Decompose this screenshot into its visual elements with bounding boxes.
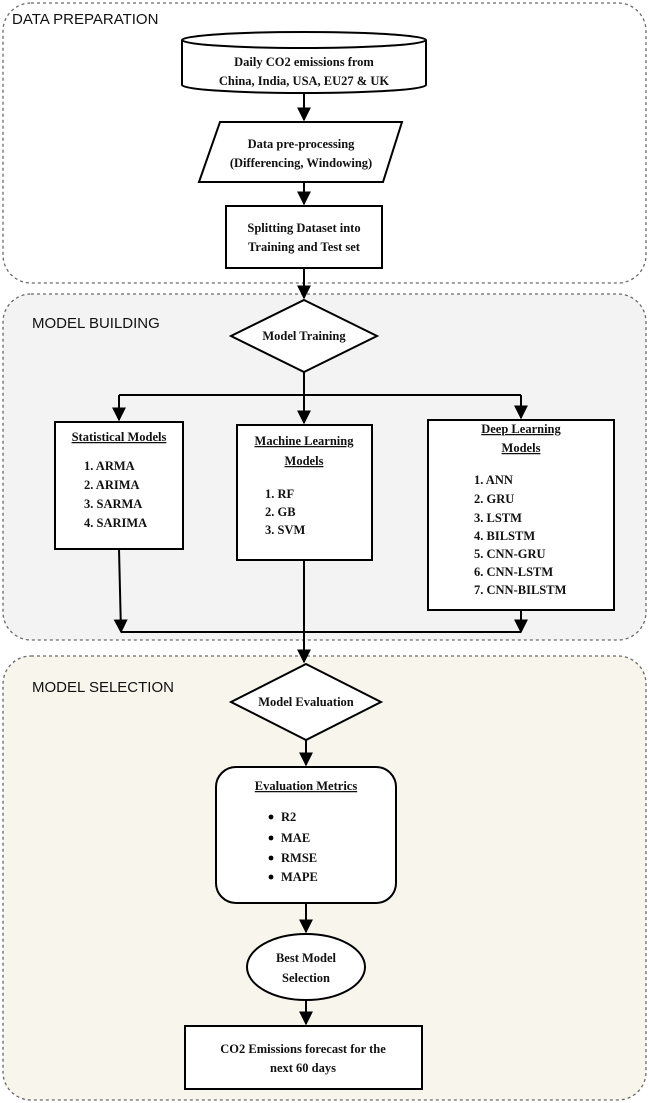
ml-item: 1. RF (265, 487, 295, 501)
daily-emissions-line1: Daily CO2 emissions from (234, 55, 374, 69)
node-splitting: Splitting Dataset into Training and Test… (225, 205, 383, 269)
statistical-item: 1. ARMA (84, 459, 135, 473)
node-preprocessing: Data pre-processing (Differencing, Windo… (197, 121, 404, 183)
node-model-evaluation: Model Evaluation (228, 662, 384, 742)
ml-item: 3. SVM (265, 523, 305, 537)
metric-item: RMSE (281, 851, 317, 865)
statistical-item: 4. SARIMA (84, 516, 147, 530)
section-title-model-selection: MODEL SELECTION (32, 679, 174, 696)
dl-title-line2: Models (502, 441, 541, 455)
dl-item: 5. CNN-GRU (474, 547, 546, 561)
node-deep-learning-models: Deep Learning Models 1. ANN 2. GRU 3. LS… (427, 419, 615, 611)
preprocessing-line2: (Differencing, Windowing) (230, 156, 372, 170)
dl-item: 4. BILSTM (474, 529, 535, 543)
best-model-line1: Best Model (276, 951, 337, 965)
node-evaluation-metrics: Evaluation Metrics R2 MAE RMSE MAPE (215, 766, 397, 904)
metric-item: R2 (281, 810, 296, 824)
flow-connectors (112, 93, 528, 1026)
daily-emissions-line2: China, India, USA, EU27 & UK (219, 74, 389, 88)
model-evaluation-label: Model Evaluation (258, 695, 354, 709)
dl-item: 7. CNN-BILSTM (474, 583, 567, 597)
statistical-title: Statistical Models (72, 430, 167, 444)
model-training-label: Model Training (262, 329, 346, 343)
ml-title-line2: Models (285, 454, 324, 468)
node-forecast: CO2 Emissions forecast for the next 60 d… (184, 1025, 423, 1090)
best-model-line2: Selection (282, 971, 330, 985)
node-machine-learning-models: Machine Learning Models 1. RF 2. GB 3. S… (236, 424, 373, 561)
dl-item: 2. GRU (474, 492, 514, 506)
dl-item: 6. CNN-LSTM (474, 565, 553, 579)
ml-item: 2. GB (265, 505, 296, 519)
forecast-line2: next 60 days (270, 1061, 336, 1075)
statistical-item: 2. ARIMA (84, 478, 140, 492)
statistical-item: 3. SARMA (84, 497, 142, 511)
arrow-statistical-down (113, 548, 128, 634)
metric-item: MAE (281, 831, 310, 845)
node-daily-emissions: Daily CO2 emissions from China, India, U… (181, 31, 427, 94)
node-statistical-models: Statistical Models 1. ARMA 2. ARIMA 3. S… (54, 421, 184, 550)
section-title-data-preparation: DATA PREPARATION (12, 11, 158, 28)
ml-title-line1: Machine Learning (255, 434, 355, 448)
preprocessing-line1: Data pre-processing (248, 137, 356, 151)
metric-item: MAPE (281, 870, 318, 884)
dl-title-line1: Deep Learning (481, 422, 561, 436)
splitting-line2: Training and Test set (248, 240, 361, 254)
forecast-line1: CO2 Emissions forecast for the (220, 1042, 386, 1056)
dl-item: 1. ANN (474, 473, 513, 487)
metrics-title: Evaluation Metrics (255, 779, 358, 793)
section-title-model-building: MODEL BUILDING (32, 315, 160, 332)
node-best-model-selection: Best Model Selection (246, 933, 366, 1001)
dl-item: 3. LSTM (474, 511, 522, 525)
splitting-line1: Splitting Dataset into (247, 221, 360, 235)
